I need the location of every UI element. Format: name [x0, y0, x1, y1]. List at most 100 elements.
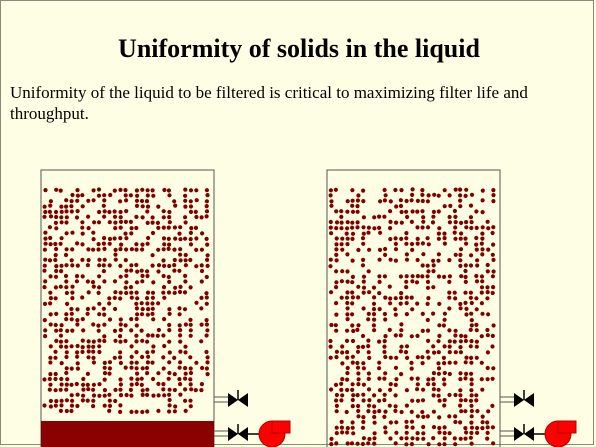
particle	[447, 344, 452, 349]
particle	[490, 425, 495, 430]
particle	[404, 301, 409, 306]
particle	[53, 209, 59, 215]
particle	[399, 322, 404, 327]
particle	[161, 225, 166, 230]
pump-icon[interactable]	[258, 420, 291, 447]
particle	[54, 214, 59, 220]
particle	[166, 225, 171, 230]
particle	[345, 209, 350, 214]
particle	[166, 290, 172, 295]
particle	[458, 393, 463, 398]
particle	[350, 420, 355, 425]
particle	[188, 237, 193, 242]
particle	[361, 225, 366, 230]
particle	[167, 339, 172, 344]
particle	[156, 393, 161, 398]
particle	[42, 377, 47, 382]
particle	[194, 247, 199, 252]
valve-icon[interactable]	[228, 424, 248, 441]
particle	[404, 236, 409, 241]
particle	[167, 242, 172, 247]
particle	[485, 377, 490, 382]
particle	[334, 392, 339, 398]
particle	[366, 338, 371, 343]
particle	[463, 268, 468, 274]
particle	[74, 381, 79, 387]
particle	[436, 252, 441, 257]
particle	[360, 236, 366, 241]
particle	[452, 339, 457, 344]
particle	[490, 376, 495, 381]
particle	[183, 322, 188, 327]
particle	[64, 312, 69, 317]
particle	[118, 219, 124, 224]
particle	[486, 226, 491, 231]
particle	[399, 328, 404, 333]
valve-icon[interactable]	[228, 390, 248, 407]
particle	[80, 225, 85, 230]
valve-icon[interactable]	[514, 390, 534, 407]
particle	[468, 263, 474, 268]
particle	[199, 247, 204, 252]
particle	[393, 365, 399, 370]
particle	[458, 306, 463, 311]
particle	[59, 269, 64, 274]
particle	[101, 263, 106, 268]
particle	[387, 327, 392, 332]
particle	[426, 296, 431, 301]
particle	[355, 198, 360, 203]
particle	[69, 382, 74, 387]
particle	[464, 371, 469, 376]
particle	[426, 442, 431, 447]
particle	[96, 247, 101, 252]
particle	[431, 387, 436, 392]
particle	[447, 279, 452, 284]
particle	[361, 436, 366, 441]
particle	[101, 306, 106, 311]
particle	[388, 301, 393, 306]
particle	[178, 225, 183, 230]
particle	[474, 242, 479, 247]
pump-icon[interactable]	[544, 420, 577, 447]
particle	[356, 193, 361, 198]
particle	[134, 333, 139, 338]
particle	[355, 225, 360, 230]
vessel-body	[40, 169, 215, 447]
particle	[415, 209, 420, 214]
particle	[134, 188, 139, 193]
particle	[53, 296, 58, 301]
particle	[409, 419, 415, 424]
particle	[162, 187, 167, 193]
particle	[372, 420, 377, 425]
particle	[479, 377, 484, 382]
particle	[156, 263, 162, 268]
particle	[453, 187, 458, 192]
particle	[480, 311, 485, 316]
particle	[54, 246, 59, 252]
particle	[156, 301, 161, 306]
particle	[393, 441, 398, 446]
particle	[59, 209, 64, 214]
particle	[425, 274, 430, 279]
particle	[334, 252, 339, 257]
particle	[150, 311, 155, 316]
particle	[480, 420, 485, 425]
particle	[328, 264, 333, 269]
particle	[173, 236, 178, 241]
particle	[140, 215, 145, 220]
particle	[150, 230, 156, 236]
particle	[144, 365, 150, 371]
valve-icon[interactable]	[514, 424, 534, 441]
particle	[124, 209, 129, 214]
particle	[366, 344, 371, 349]
particle	[64, 398, 69, 403]
particle	[85, 311, 90, 316]
particle	[372, 436, 377, 441]
particle	[453, 414, 458, 419]
particle	[371, 307, 377, 312]
particle	[70, 247, 75, 252]
particle	[356, 408, 361, 414]
particle	[112, 209, 117, 214]
particle	[329, 442, 334, 447]
particle	[415, 436, 420, 441]
